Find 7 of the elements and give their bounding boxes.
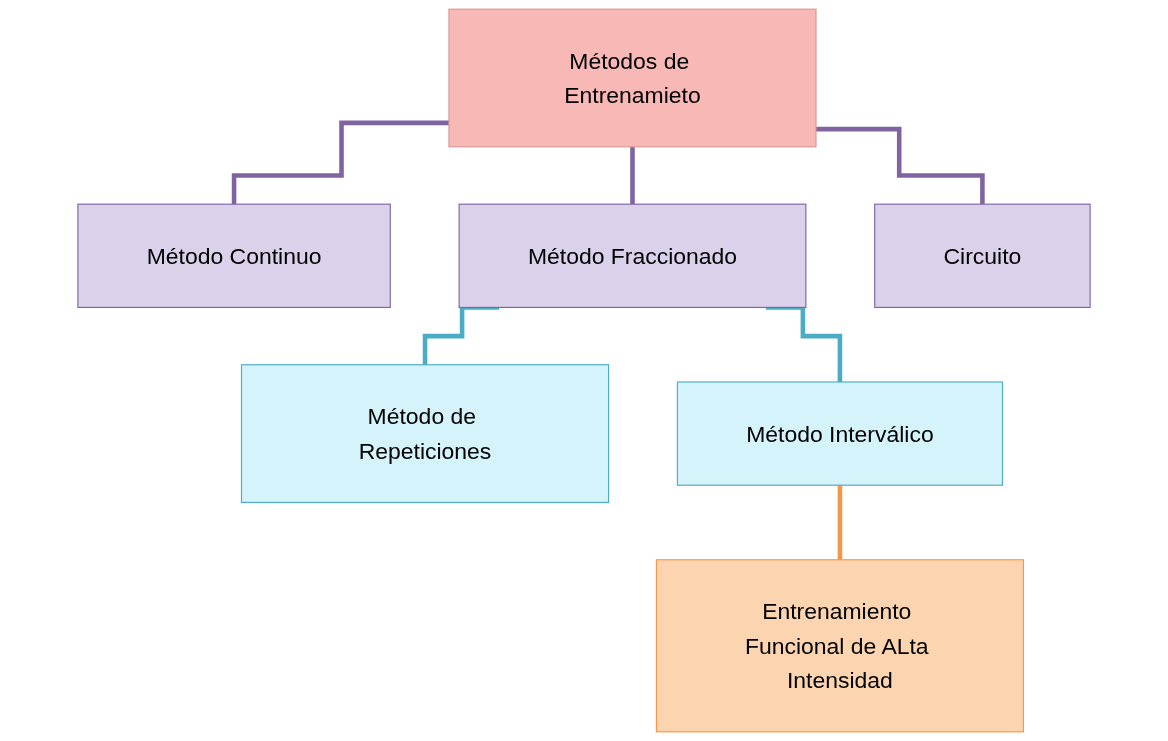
- node-box: Método de Repeticiones: [240, 364, 610, 503]
- node-box: Método Interválico: [676, 381, 1004, 486]
- node-box: Método Fraccionado: [458, 203, 807, 308]
- node-box: Métodos de Entrenamieto: [448, 8, 817, 148]
- node-box: Método Continuo: [77, 203, 391, 308]
- node-box: Circuito: [874, 203, 1091, 308]
- node-box: Entrenamiento Funcional de ALta Intensidad: [655, 559, 1025, 733]
